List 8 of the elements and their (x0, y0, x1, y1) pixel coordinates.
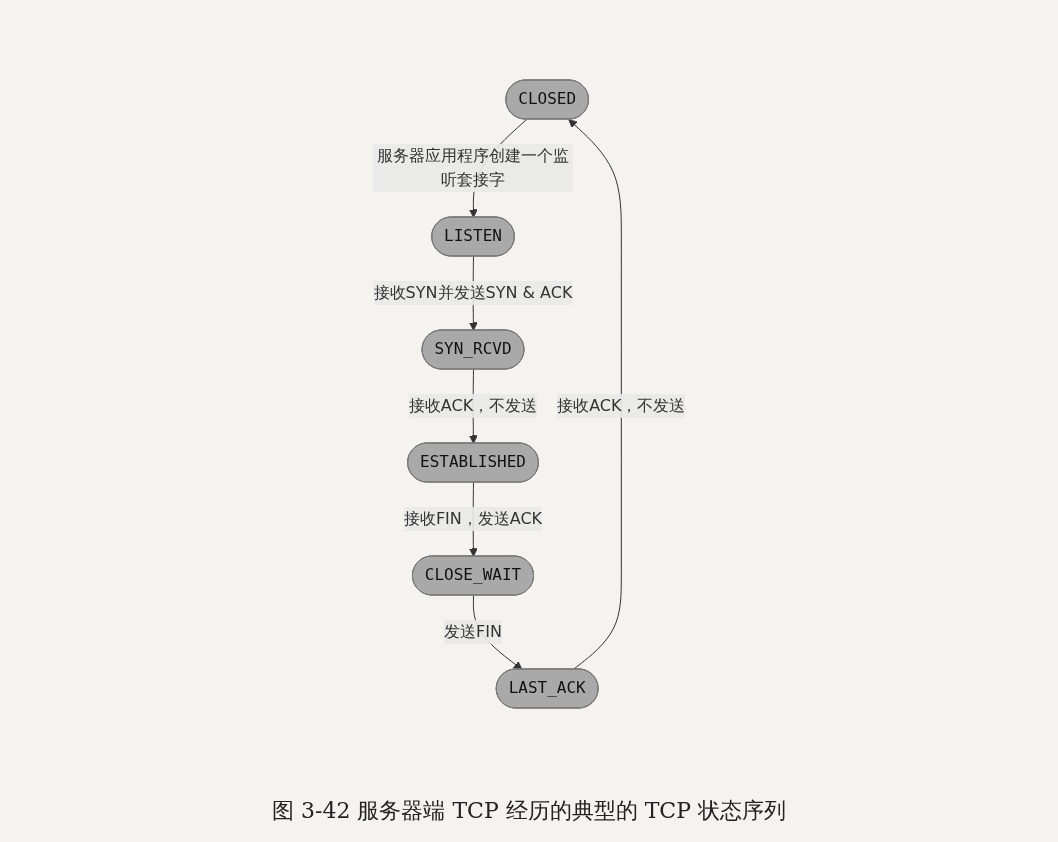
edge-label: 服务器应用程序创建一个监听套接字 (376, 146, 569, 189)
edge-label: 接收SYN并发送SYN & ACK (373, 282, 573, 302)
figure-caption: 图 3-42 服务器端 TCP 经历的典型的 TCP 状态序列 (272, 797, 786, 825)
edge-label: 接收ACK，不发送 (408, 395, 537, 415)
edge-label: 接收FIN，发送ACK (403, 508, 542, 528)
edge-label: 发送FIN (443, 621, 502, 641)
arrow (568, 119, 622, 670)
edge-label: 接收ACK，不发送 (556, 395, 686, 415)
